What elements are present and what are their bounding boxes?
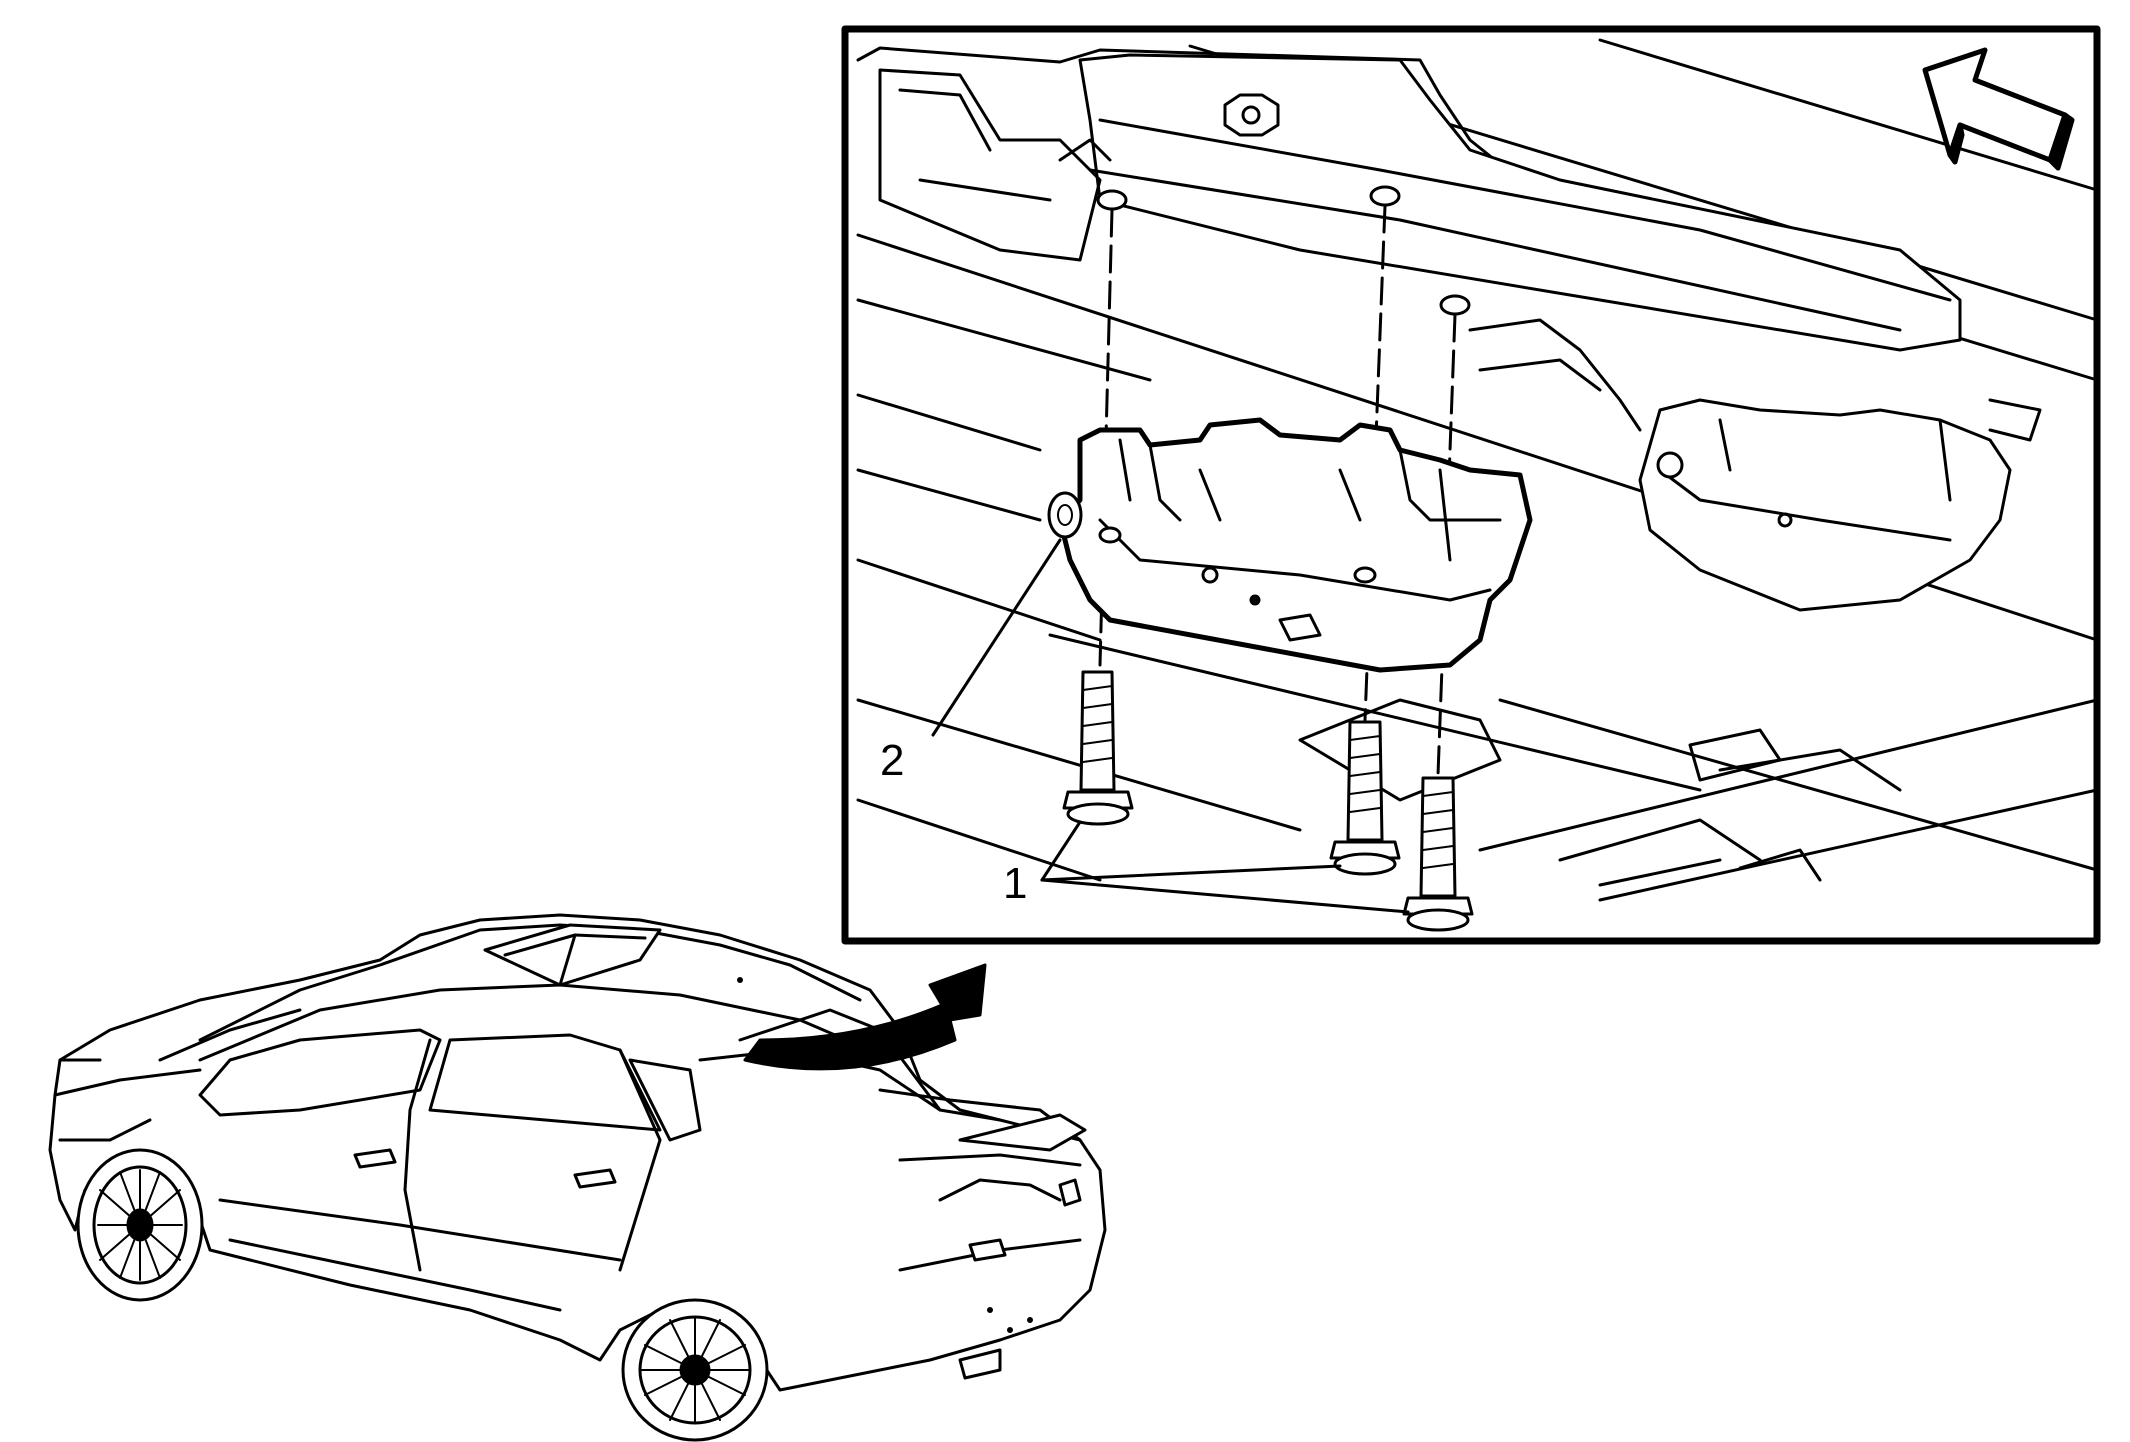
bolt-left (1062, 670, 1134, 826)
fasteners (1062, 670, 1474, 932)
stud-hole-right (1439, 294, 1471, 316)
location-arrow-icon (743, 963, 987, 1071)
inset-detail-view: 2 1 (841, 25, 2101, 945)
viewing-direction-arrow-icon (1922, 47, 2075, 171)
bolt-right (1402, 776, 1474, 932)
callout-fastener-label: 1 (1003, 859, 1027, 908)
stud-hole-left (1096, 189, 1128, 211)
rear-wheel (621, 1298, 769, 1442)
nut (1223, 93, 1280, 137)
upper-bracket (878, 53, 1962, 352)
installed-module (1468, 318, 2042, 612)
stud-hole-center (1369, 185, 1401, 207)
bolt-center (1329, 720, 1401, 876)
callout-module-label: 2 (880, 736, 904, 785)
front-wheel (76, 1148, 204, 1302)
actuator-module (1047, 417, 1533, 673)
vehicle-overview (48, 913, 1107, 1442)
leader-lines (931, 538, 1410, 914)
